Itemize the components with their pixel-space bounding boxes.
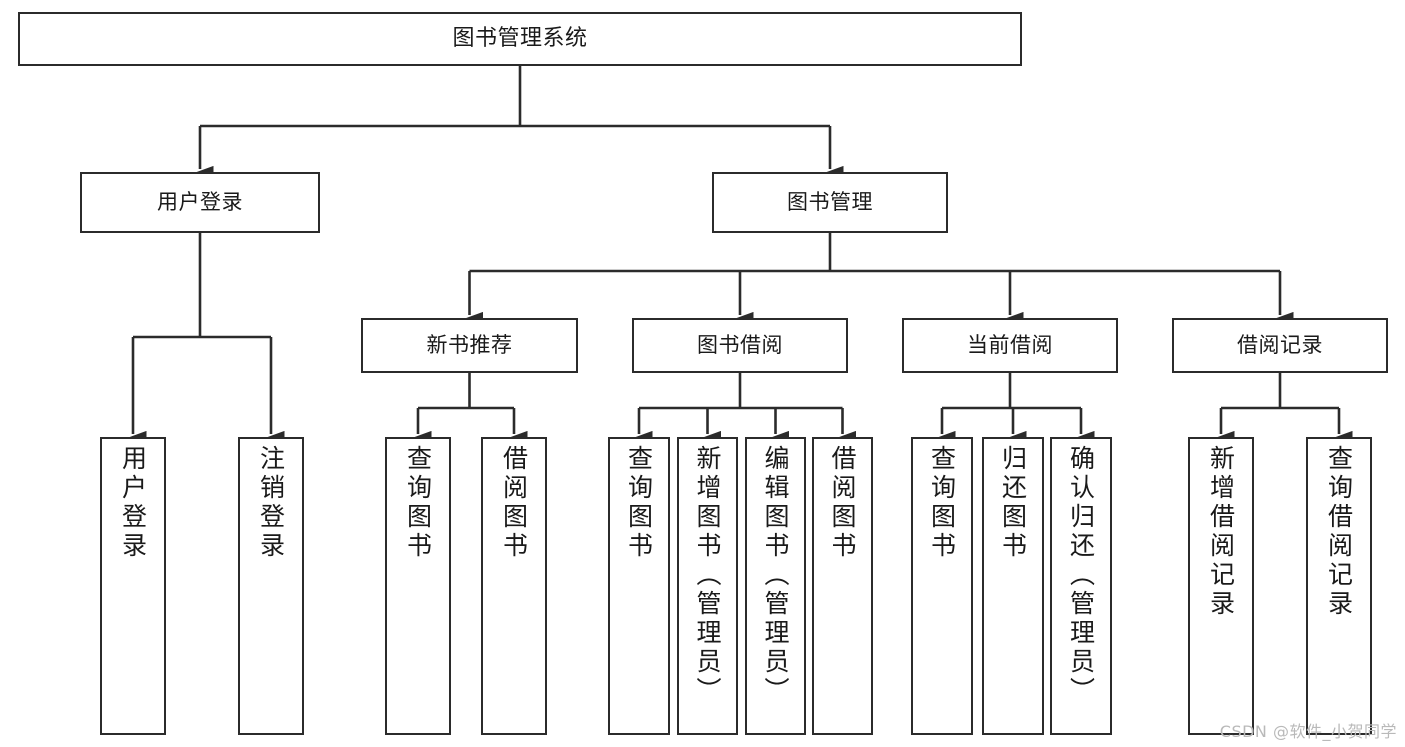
node-label: 归还图书 [998, 445, 1028, 561]
node-label: 查询图书 [927, 445, 957, 561]
node-l5[interactable]: 查询图书 [608, 437, 670, 735]
node-label: 用户登录 [118, 445, 148, 561]
node-label: 借阅图书 [499, 445, 529, 561]
node-l10[interactable]: 归还图书 [982, 437, 1044, 735]
node-label: 图书管理 [787, 190, 873, 215]
node-l11[interactable]: 确认归还（管理员） [1050, 437, 1112, 735]
node-l8[interactable]: 借阅图书 [812, 437, 873, 735]
node-label: 新书推荐 [426, 333, 513, 358]
node-label: 借阅图书 [828, 445, 857, 561]
node-l12[interactable]: 新增借阅记录 [1188, 437, 1254, 735]
node-newbook[interactable]: 新书推荐 [361, 318, 578, 373]
node-l13[interactable]: 查询借阅记录 [1306, 437, 1372, 735]
node-l1[interactable]: 用户登录 [100, 437, 166, 735]
node-login[interactable]: 用户登录 [80, 172, 320, 233]
node-l7[interactable]: 编辑图书（管理员） [745, 437, 806, 735]
node-label: 当前借阅 [967, 333, 1053, 358]
node-root[interactable]: 图书管理系统 [18, 12, 1022, 66]
node-label: 借阅记录 [1237, 333, 1323, 358]
node-label: 查询借阅记录 [1324, 445, 1354, 619]
node-l9[interactable]: 查询图书 [911, 437, 973, 735]
node-label: 注销登录 [256, 445, 286, 561]
node-label: 图书管理系统 [452, 26, 588, 52]
node-history[interactable]: 借阅记录 [1172, 318, 1388, 373]
node-label: 查询图书 [403, 445, 433, 561]
node-l2[interactable]: 注销登录 [238, 437, 304, 735]
node-l3[interactable]: 查询图书 [385, 437, 451, 735]
node-bookmgmt[interactable]: 图书管理 [712, 172, 948, 233]
node-label: 新增借阅记录 [1206, 445, 1236, 619]
node-l6[interactable]: 新增图书（管理员） [677, 437, 738, 735]
node-label: 用户登录 [157, 190, 243, 215]
node-borrow[interactable]: 图书借阅 [632, 318, 848, 373]
node-label: 新增图书（管理员） [693, 445, 722, 706]
node-label: 编辑图书（管理员） [761, 445, 790, 706]
node-l4[interactable]: 借阅图书 [481, 437, 547, 735]
node-label: 查询图书 [624, 445, 654, 561]
node-label: 图书借阅 [697, 333, 783, 358]
node-label: 确认归还（管理员） [1066, 445, 1096, 706]
watermark: CSDN @软件_小贺同学 [1219, 722, 1397, 741]
node-current[interactable]: 当前借阅 [902, 318, 1118, 373]
